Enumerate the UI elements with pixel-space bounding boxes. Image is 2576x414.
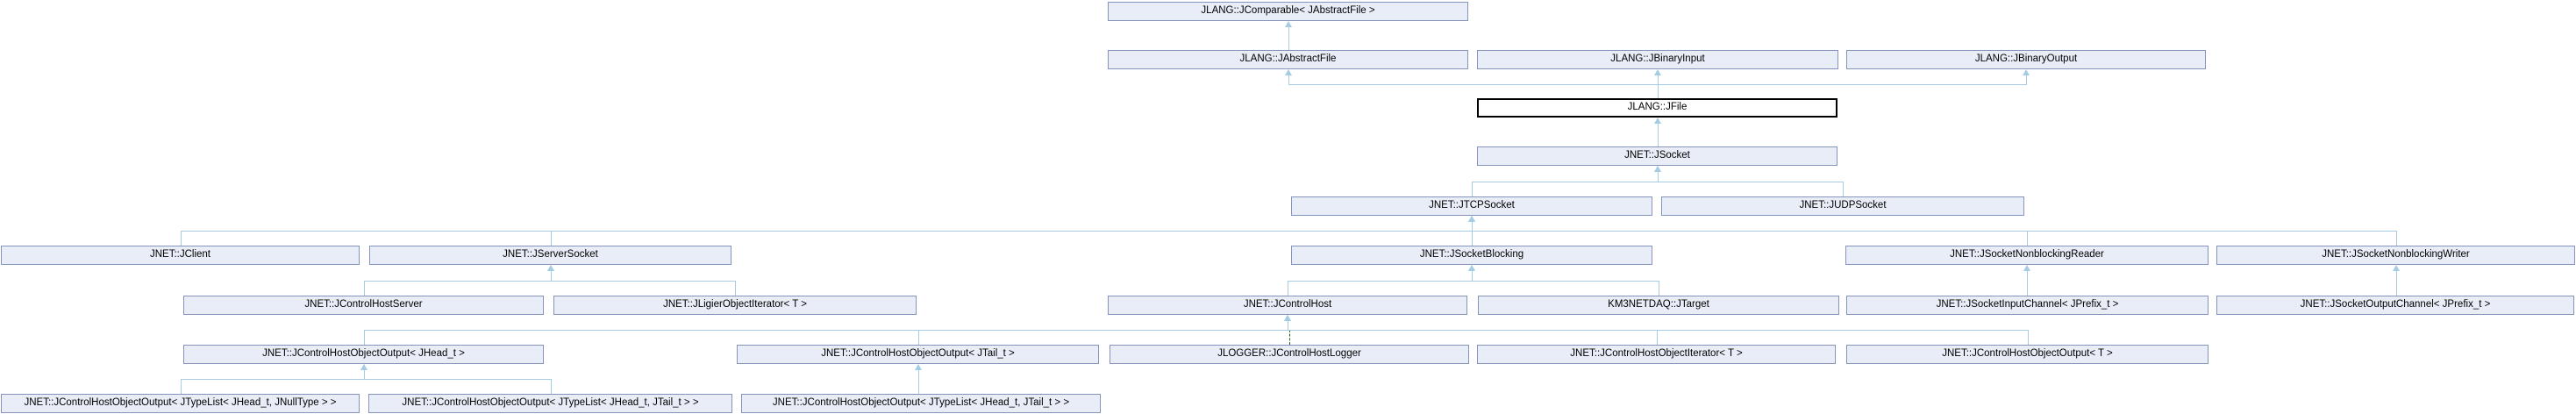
- inheritance-arrow-icon: [2393, 265, 2400, 271]
- edge-segment: [181, 379, 182, 394]
- class-node-out_iter_t[interactable]: JNET::JControlHostObjectIterator< T >: [1477, 345, 1836, 364]
- edge-segment: [364, 379, 552, 380]
- inheritance-arrow-icon: [1468, 216, 1475, 222]
- edge-segment: [2396, 231, 2397, 246]
- edge-segment: [918, 369, 919, 394]
- class-node-jclient[interactable]: JNET::JClient: [1, 246, 360, 265]
- edge-segment: [1843, 182, 1844, 196]
- inheritance-arrow-icon: [1654, 118, 1661, 124]
- class-node-jcontrolhostlogger[interactable]: JLOGGER::JControlHostLogger: [1110, 345, 1469, 364]
- edge-segment: [1658, 123, 1659, 146]
- class-node-jligieriterator[interactable]: JNET::JLigierObjectIterator< T >: [553, 296, 917, 315]
- class-node-jserversocket[interactable]: JNET::JServerSocket: [369, 246, 731, 265]
- edge-segment: [551, 231, 1473, 232]
- edge-segment: [551, 270, 552, 281]
- edge-segment: [1472, 281, 1659, 282]
- class-node-jtcpsocket[interactable]: JNET::JTCPSocket: [1291, 196, 1652, 216]
- edge-segment: [181, 231, 182, 246]
- edge-segment: [1289, 330, 1290, 345]
- edge-segment: [1472, 221, 1473, 246]
- class-node-jbinaryinput[interactable]: JLANG::JBinaryInput: [1477, 50, 1838, 69]
- class-node-jsocket[interactable]: JNET::JSocket: [1477, 146, 1837, 166]
- edge-segment: [364, 330, 365, 345]
- edge-segment: [364, 281, 552, 282]
- class-node-jsocketnbwriter[interactable]: JNET::JSocketNonblockingWriter: [2216, 246, 2575, 265]
- inheritance-arrow-icon: [1285, 21, 1292, 27]
- inheritance-arrow-icon: [1284, 315, 1291, 321]
- inheritance-arrow-icon: [1654, 69, 1661, 75]
- edge-segment: [1288, 84, 1659, 85]
- edge-segment: [2396, 270, 2397, 296]
- class-node-jsocketnbreader[interactable]: JNET::JSocketNonblockingReader: [1845, 246, 2209, 265]
- edge-segment: [1472, 221, 1473, 231]
- class-node-jsocketblocking[interactable]: JNET::JSocketBlocking: [1291, 246, 1652, 265]
- class-node-out_jtail[interactable]: JNET::JControlHostObjectOutput< JTail_t …: [737, 345, 1099, 364]
- inheritance-arrow-icon: [915, 364, 922, 370]
- edge-segment: [1472, 182, 1473, 196]
- inheritance-arrow-icon: [1285, 69, 1292, 75]
- class-node-out_typelist_null[interactable]: JNET::JControlHostObjectOutput< JTypeLis…: [1, 394, 360, 413]
- edge-segment: [181, 379, 365, 380]
- class-node-jabstractfile[interactable]: JLANG::JAbstractFile: [1108, 50, 1468, 69]
- class-node-out_typelist_tail_b[interactable]: JNET::JControlHostObjectOutput< JTypeLis…: [741, 394, 1101, 413]
- class-node-jsocketoutputch[interactable]: JNET::JSocketOutputChannel< JPrefix_t >: [2216, 296, 2574, 315]
- edge-segment: [551, 379, 552, 394]
- class-node-out_typelist_tail_a[interactable]: JNET::JControlHostObjectOutput< JTypeLis…: [368, 394, 732, 413]
- edge-segment: [1472, 270, 1473, 281]
- edge-segment: [1288, 281, 1473, 282]
- inheritance-arrow-icon: [2023, 69, 2030, 75]
- class-node-jfile: JLANG::JFile: [1477, 98, 1837, 118]
- edge-segment: [551, 231, 552, 246]
- edge-segment: [2026, 75, 2027, 84]
- class-node-jcontrolhost[interactable]: JNET::JControlHost: [1108, 296, 1467, 315]
- class-node-judpsocket[interactable]: JNET::JUDPSocket: [1661, 196, 2024, 216]
- edge-segment: [1472, 231, 2397, 232]
- edge-segment: [364, 369, 365, 379]
- inheritance-arrow-icon: [1654, 166, 1661, 172]
- edge-segment: [551, 281, 736, 282]
- edge-segment: [1288, 26, 1289, 50]
- edge-segment: [2028, 330, 2029, 345]
- class-node-jcontrolhostserver[interactable]: JNET::JControlHostServer: [183, 296, 544, 315]
- edge-segment: [1658, 171, 1659, 182]
- inheritance-arrow-icon: [1468, 265, 1475, 271]
- inheritance-arrow-icon: [547, 265, 554, 271]
- edge-segment: [1288, 330, 2029, 331]
- inheritance-arrow-icon: [2023, 265, 2030, 271]
- class-node-jbinaryoutput[interactable]: JLANG::JBinaryOutput: [1846, 50, 2206, 69]
- edge-segment: [1288, 75, 1289, 84]
- class-node-out_jhead[interactable]: JNET::JControlHostObjectOutput< JHead_t …: [183, 345, 544, 364]
- edge-segment: [1658, 84, 1659, 98]
- edge-segment: [918, 330, 1288, 331]
- edge-segment: [2027, 270, 2028, 296]
- class-node-jcomparable[interactable]: JLANG::JComparable< JAbstractFile >: [1108, 2, 1468, 21]
- edge-segment: [918, 330, 919, 345]
- edge-segment: [364, 330, 1288, 331]
- edge-segment: [2027, 231, 2028, 246]
- class-node-jtarget[interactable]: KM3NETDAQ::JTarget: [1478, 296, 1839, 315]
- edge-segment: [364, 281, 365, 296]
- edge-segment: [1658, 84, 2027, 85]
- class-node-out_t[interactable]: JNET::JControlHostObjectOutput< T >: [1846, 345, 2209, 364]
- class-node-jsocketinputch[interactable]: JNET::JSocketInputChannel< JPrefix_t >: [1846, 296, 2209, 315]
- edge-segment: [1657, 330, 1658, 345]
- inheritance-arrow-icon: [360, 364, 367, 370]
- edge-segment: [735, 281, 736, 296]
